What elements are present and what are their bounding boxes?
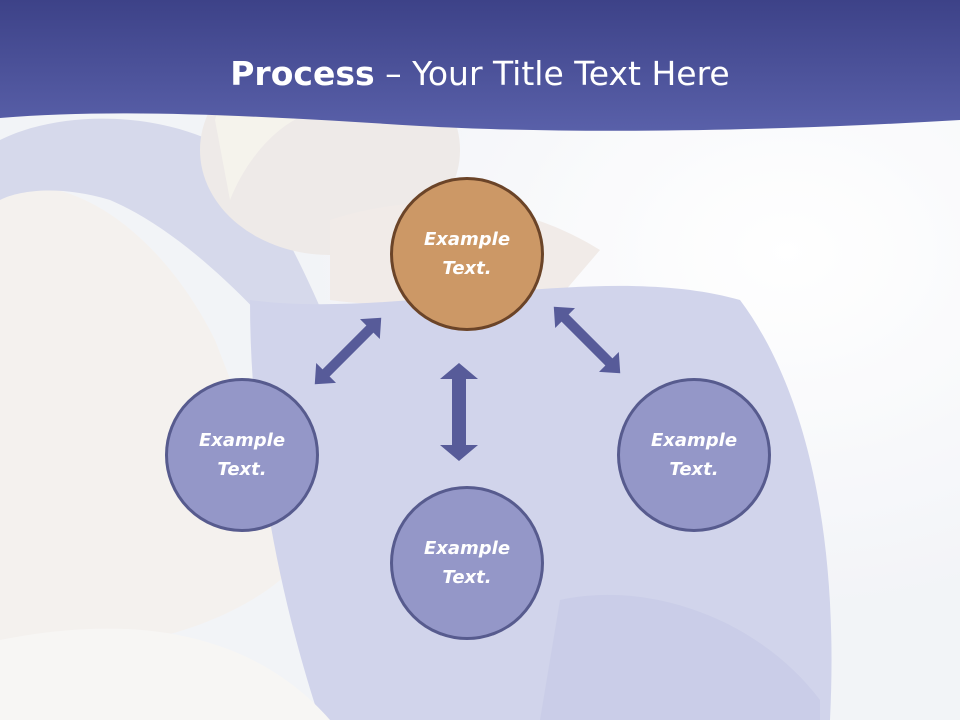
- node-label: Example Text.: [650, 430, 738, 480]
- arrow-top-right: [553, 306, 621, 374]
- process-node-top: Example Text.: [390, 177, 544, 331]
- node-label: Example Text.: [423, 538, 511, 588]
- arrow-vertical: [440, 363, 478, 461]
- process-node-left: Example Text.: [165, 378, 319, 532]
- title-rest: – Your Title Text Here: [374, 54, 730, 93]
- page-title: Process – Your Title Text Here: [0, 52, 960, 96]
- header-band: [0, 0, 960, 131]
- node-label: Example Text.: [423, 229, 511, 279]
- title-bold: Process: [230, 54, 375, 93]
- process-node-right: Example Text.: [617, 378, 771, 532]
- process-node-bottom: Example Text.: [390, 486, 544, 640]
- arrow-top-left: [314, 317, 382, 385]
- node-label: Example Text.: [198, 430, 286, 480]
